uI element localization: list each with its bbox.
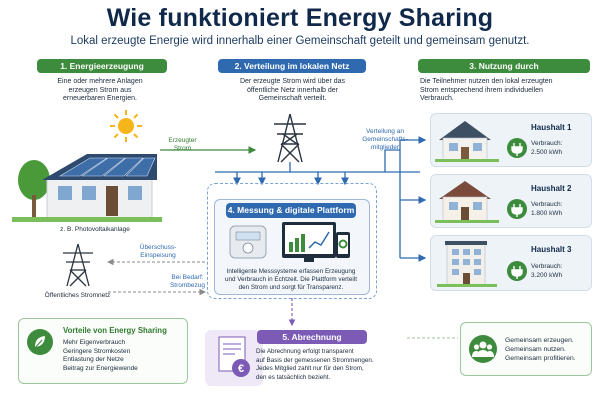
household-1-usage: Verbrauch:2.500 kWh bbox=[531, 140, 563, 156]
grid-pylon-icon bbox=[63, 243, 93, 287]
household-3-usage: Verbrauch:3.200 kWh bbox=[531, 263, 563, 279]
step-3-label: 3. Nutzung durch Gemeinschaftsmitglieder bbox=[418, 59, 590, 85]
household-3-name: Haushalt 3 bbox=[531, 245, 572, 254]
flow-ueberschuss-label: Überschuss-Einspeisung bbox=[139, 244, 177, 259]
svg-text:€: € bbox=[238, 363, 244, 375]
sun-icon bbox=[110, 110, 142, 142]
page-title: Wie funktioniert Energy Sharing bbox=[106, 4, 494, 32]
household-card-1: Haushalt 1 Verbrauch:2.500 kWh bbox=[430, 113, 592, 167]
grid-label: Öffentliches Stromnetz bbox=[44, 292, 111, 299]
step-5-label: 5. Abrechnung bbox=[257, 330, 367, 344]
benefits-card: Vorteile von Energy Sharing Mehr Eigenve… bbox=[18, 318, 188, 384]
step-4-label: 4. Messung & digitale Plattform bbox=[226, 203, 356, 218]
pylon-icon bbox=[274, 113, 306, 163]
benefits-title: Vorteile von Energy Sharing bbox=[63, 326, 167, 335]
step-1-label: 1. Energieerzeugung bbox=[37, 59, 167, 73]
page-subtitle: Lokal erzeugte Energie wird innerhalb ei… bbox=[70, 35, 530, 47]
platform-frame bbox=[207, 183, 377, 299]
leaf-icon bbox=[27, 329, 53, 355]
step-2-label: 2. Verteilung im lokalen Netz bbox=[218, 59, 366, 73]
people-icon bbox=[469, 335, 497, 363]
household-2-usage: Verbrauch:1.800 kWh bbox=[531, 201, 563, 217]
solar-house-icon bbox=[12, 154, 162, 222]
dashboard-icon bbox=[282, 222, 350, 262]
house-icon bbox=[435, 181, 499, 223]
plug-icon bbox=[507, 138, 527, 158]
household-2-name: Haushalt 2 bbox=[531, 184, 572, 193]
household-1-name: Haushalt 1 bbox=[531, 123, 572, 132]
invoice-icon: € bbox=[205, 330, 263, 386]
community-card: Gemeinsam erzeugen.Gemeinsam nutzen.Geme… bbox=[460, 322, 592, 376]
plug-icon bbox=[507, 261, 527, 281]
flow-bedarf-label: Bei Bedarf:Strombezug bbox=[169, 274, 206, 289]
household-card-2: Haushalt 2 Verbrauch:1.800 kWh bbox=[430, 174, 592, 228]
step-1-caption: z. B. Photovoltaikanlage bbox=[60, 226, 130, 233]
apartment-icon bbox=[437, 241, 497, 287]
smart-meter-icon bbox=[229, 225, 267, 259]
plug-icon bbox=[507, 199, 527, 219]
household-card-3: Haushalt 3 Verbrauch:3.200 kWh bbox=[430, 235, 592, 291]
house-icon bbox=[435, 121, 499, 162]
community-text: Gemeinsam erzeugen.Gemeinsam nutzen.Geme… bbox=[505, 337, 576, 362]
step-3-desc: Die Teilnehmer nutzen den lokal erzeugte… bbox=[420, 78, 553, 103]
step-4-desc: Intelligente Messsysteme erfassen Erzeug… bbox=[225, 268, 357, 291]
